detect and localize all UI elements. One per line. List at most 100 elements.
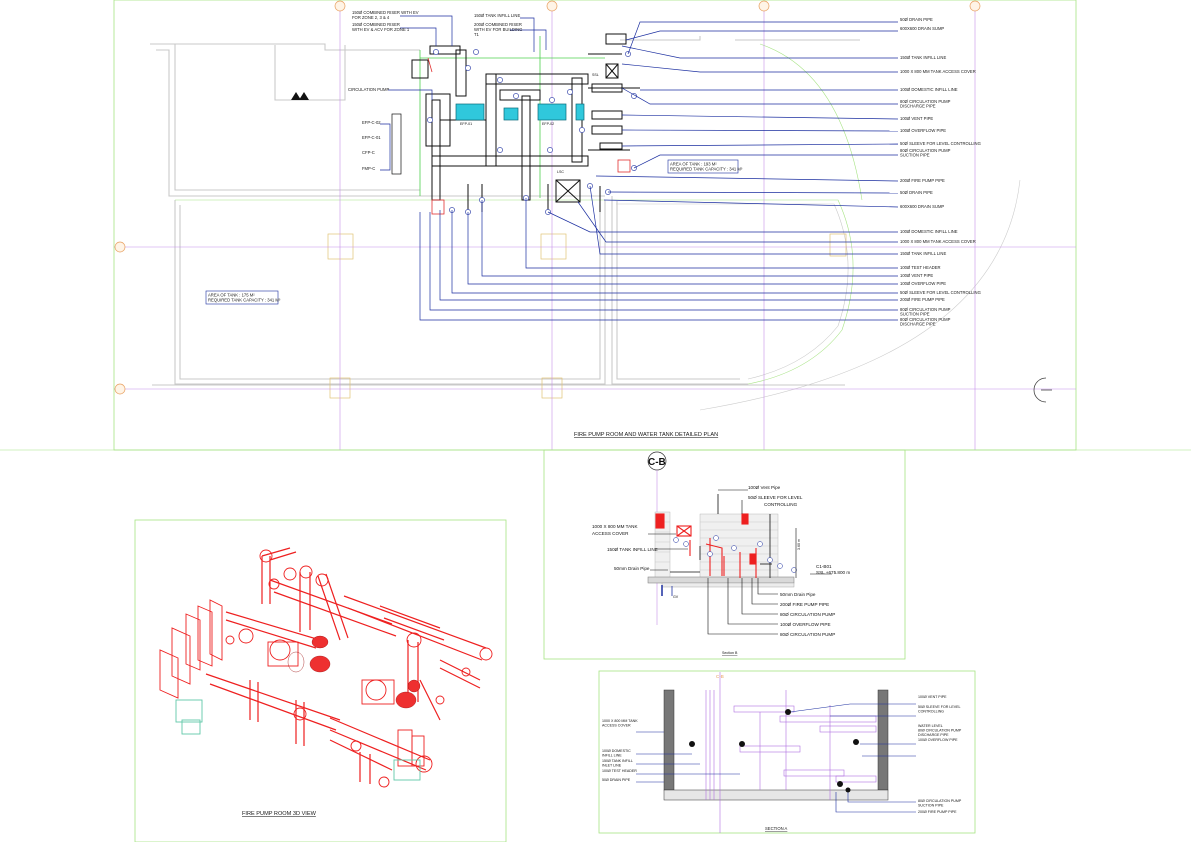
plan-top-leaders bbox=[380, 15, 547, 171]
iso-tank-blocks bbox=[175, 699, 421, 781]
section-a-walls bbox=[663, 689, 889, 801]
cb-drain-left-label: 50mm Drain Pipe bbox=[614, 566, 650, 571]
iso-pipes bbox=[205, 547, 487, 784]
cb-infill-label: 150Ø TANK INFILL LINE bbox=[607, 547, 658, 552]
plan-callout-12: 600X600 DRAIN SUMP bbox=[900, 204, 944, 209]
label-efp-c-01: EFP-C-01 bbox=[362, 135, 381, 140]
section-cb-black-pipes bbox=[670, 494, 772, 578]
iso-pumps bbox=[287, 635, 421, 709]
tag-lsc: LSC bbox=[557, 170, 564, 174]
iso-panels bbox=[159, 599, 223, 699]
section-a-caption: SECTION A bbox=[765, 826, 788, 831]
plan-callout-8: 50Ø SLEEVE FOR LEVEL CONTROLLING bbox=[900, 141, 981, 146]
plan-callout-3: 1000 X 800 MM TANK ACCESS COVER bbox=[900, 69, 976, 74]
warning-triangles bbox=[291, 92, 309, 100]
plan-pipework bbox=[411, 33, 640, 212]
section-a-view: C-B bbox=[598, 670, 976, 834]
section-a-left-label-4: 50Ø DRAIN PIPE bbox=[602, 778, 631, 782]
plan-callout-19: 50Ø SLEEVE FOR LEVEL CONTROLLING bbox=[900, 290, 981, 295]
section-a-right-label-0: 100Ø VENT PIPE bbox=[918, 695, 947, 699]
plan-grid-bubbles bbox=[114, 0, 981, 395]
callout-riser-zone1: 150Ø COMBINED RISER WITH EV & ACV FOR ZO… bbox=[352, 22, 410, 32]
section-cb-frame bbox=[543, 449, 906, 660]
plan-right-leaders bbox=[419, 21, 899, 321]
pump-tag-efp-01: EFP-01 bbox=[460, 122, 472, 126]
section-a-right-label-5: 200Ø FIRE PUMP PIPE bbox=[918, 810, 957, 814]
section-cb-red-pipes bbox=[655, 513, 757, 578]
cb-circ2-label: 80Ø CIRCULATION PUMP bbox=[780, 632, 835, 637]
callout-tank-infill-top: 150Ø TANK INFILL LINE bbox=[474, 13, 520, 18]
section-cb-caption: Section B bbox=[722, 651, 738, 655]
section-a-black-marks bbox=[689, 709, 859, 793]
plan-callout-14: 1000 X 800 MM TANK ACCESS COVER bbox=[900, 239, 976, 244]
plan-callout-10: 200Ø FIRE PUMP PIPE bbox=[900, 178, 945, 183]
fire-pump-efp-01 bbox=[455, 103, 485, 121]
callout-riser-zone234: 150Ø COMBINED RISER WITH EV FOR ZONE 2, … bbox=[352, 10, 420, 20]
plan-view: EFP-01 EFP-02 LSC SSL bbox=[113, 0, 1077, 451]
label-fmp-c: FMP-C bbox=[362, 166, 375, 171]
brick-pattern bbox=[655, 521, 778, 571]
plan-pumps: EFP-01 EFP-02 LSC SSL bbox=[455, 73, 599, 174]
panel-stack bbox=[391, 113, 402, 175]
iso-fittings bbox=[225, 549, 493, 788]
plan-caption: FIRE PUMP ROOM AND WATER TANK DETAILED P… bbox=[574, 432, 718, 438]
section-cb-view: C-B bbox=[543, 449, 906, 660]
section-a-blue-leaders bbox=[636, 703, 916, 813]
pump-tag-efp-02: EFP-02 bbox=[542, 122, 554, 126]
view-3d-frame bbox=[134, 519, 507, 842]
section-cut-marker bbox=[1033, 377, 1047, 403]
plan-callout-1: 600X600 DRAIN SUMP bbox=[900, 26, 944, 31]
plan-callout-11: 50Ø DRAIN PIPE bbox=[900, 190, 933, 195]
plan-tank-boundary bbox=[175, 43, 1021, 411]
section-cb-marker: C-B bbox=[648, 457, 666, 468]
plan-callout-0: 50Ø DRAIN PIPE bbox=[900, 17, 933, 22]
cb-overflow-label: 100Ø OVERFLOW PIPE bbox=[780, 622, 831, 627]
plan-callout-6: 100Ø VENT PIPE bbox=[900, 116, 933, 121]
plan-red-marks bbox=[427, 57, 631, 215]
label-cfp-c: CFP-C bbox=[362, 150, 375, 155]
section-a-verticals bbox=[705, 672, 831, 833]
plan-callout-20: 200Ø FIRE PUMP PIPE bbox=[900, 297, 945, 302]
fire-pump-efp-02 bbox=[537, 103, 567, 121]
plan-callout-7: 100Ø OVERFLOW PIPE bbox=[900, 128, 946, 133]
plan-grid-lines bbox=[114, 5, 1076, 450]
cb-gv-label: GV bbox=[673, 595, 679, 599]
cb-circ1-label: 80Ø CIRCULATION PUMP bbox=[780, 612, 835, 617]
cb-dim-label: 3.60 m bbox=[797, 539, 801, 550]
plan-callout-18: 100Ø OVERFLOW PIPE bbox=[900, 281, 946, 286]
section-a-frame bbox=[598, 670, 976, 834]
plan-viewport-frame bbox=[113, 0, 1077, 451]
slab bbox=[647, 576, 795, 584]
section-a-pipes bbox=[733, 705, 877, 790]
view-3d-caption: FIRE PUMP ROOM 3D VIEW bbox=[242, 811, 317, 817]
callout-riser-building: 200Ø COMBINED RISER WITH EV FOR BUILDING… bbox=[474, 22, 524, 37]
plan-callout-15: 150Ø TANK INFILL LINE bbox=[900, 251, 946, 256]
label-efp-c-02: EFP-C-02 bbox=[362, 120, 381, 125]
plan-right-callouts: 50Ø DRAIN PIPE 600X600 DRAIN SUMP 150Ø TAN… bbox=[900, 17, 981, 327]
section-cb-bubbles bbox=[673, 535, 797, 573]
plan-callout-4: 100Ø DOMESTIC INFILL LINE bbox=[900, 87, 958, 92]
section-a-left-label-3: 100Ø TEST HEADER bbox=[602, 769, 637, 773]
plan-callout-2: 150Ø TANK INFILL LINE bbox=[900, 55, 946, 60]
view-3d: FIRE PUMP ROOM 3D VIEW bbox=[134, 519, 507, 842]
cb-fire-label: 200Ø FIRE PUMP PIPE bbox=[780, 602, 829, 607]
cb-drain-bottom-label: 50mm Drain Pipe bbox=[780, 592, 816, 597]
